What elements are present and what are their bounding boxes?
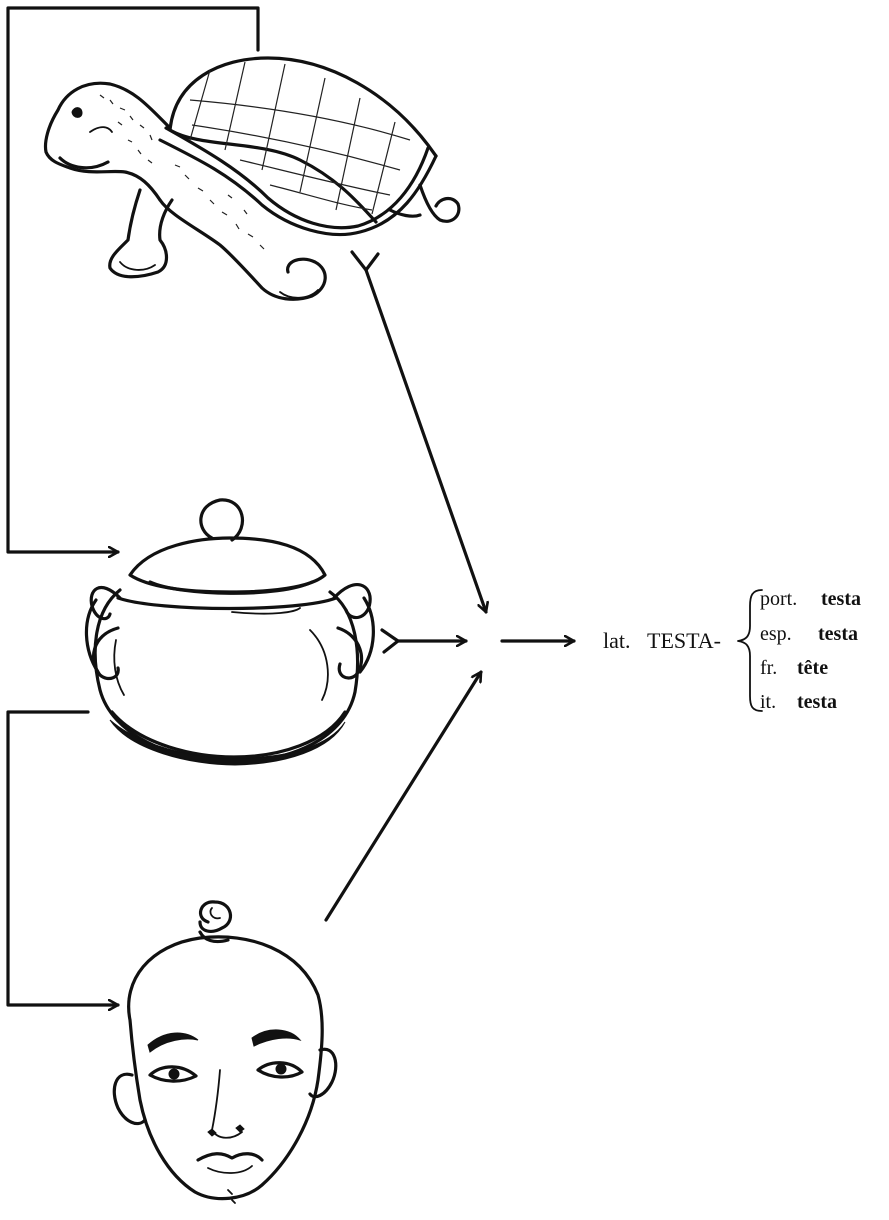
etymon-group: lat. TESTA-	[603, 589, 763, 712]
pot-icon	[84, 498, 375, 766]
reflex-lang: esp.	[760, 623, 792, 645]
arrow-head-to-center	[324, 670, 483, 922]
reflex-item: fr. tête	[760, 657, 828, 679]
connector-head-to-pot	[6, 710, 120, 1005]
reflex-lang: port.	[760, 588, 797, 610]
arrow-turtle-to-center	[350, 250, 486, 614]
reflex-item: esp. testa	[760, 623, 858, 645]
reflex-item: port. testa	[760, 588, 861, 610]
etymon-word: TESTA-	[647, 628, 721, 653]
arrow-pot-to-center	[380, 628, 468, 654]
reflex-word: testa	[797, 691, 837, 713]
turtle-icon	[43, 56, 461, 301]
etymon-lang: lat.	[603, 628, 631, 653]
reflex-lang: it.	[760, 691, 776, 713]
reflex-lang: fr.	[760, 657, 777, 679]
connector-turtle-to-pot	[6, 6, 260, 552]
reflex-word: testa	[818, 623, 858, 645]
reflex-brace	[737, 589, 763, 712]
reflex-word: tête	[797, 657, 828, 679]
reflex-list: port. testa esp. testa fr. tête it. test…	[760, 588, 861, 713]
reflex-item: it. testa	[760, 691, 837, 713]
head-icon	[112, 900, 338, 1204]
reflex-word: testa	[821, 588, 861, 610]
